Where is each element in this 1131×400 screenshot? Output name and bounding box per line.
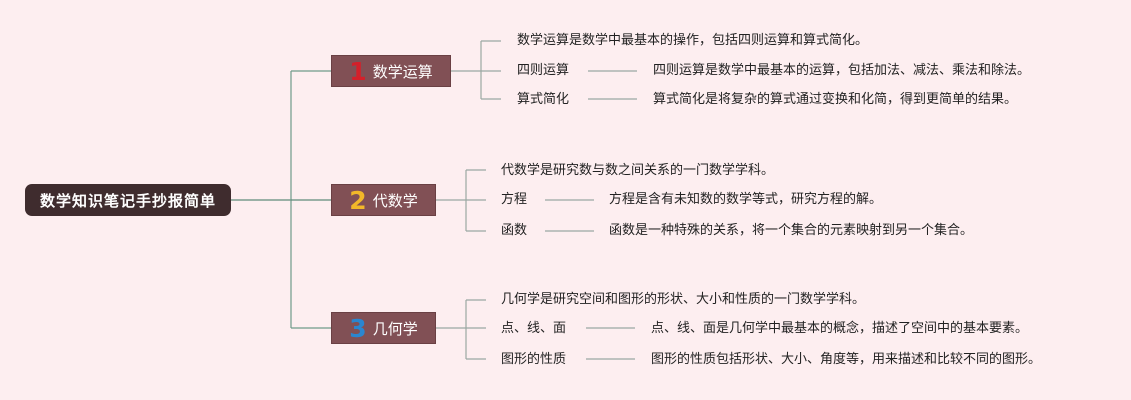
branch-3-title: 几何学 [372, 319, 418, 338]
branch-1-title: 数学运算 [372, 62, 433, 81]
branch-2-node[interactable]: 2 代数学 [331, 184, 436, 216]
branch-3-item-1-term: 点、线、面 [501, 321, 567, 336]
branch-1-number: 1 [349, 56, 367, 86]
branch-2-item-2-desc: 函数是一种特殊的关系，将一个集合的元素映射到另一个集合。 [609, 223, 974, 238]
branch-2-number: 2 [349, 185, 367, 215]
branch-3-summary: 几何学是研究空间和图形的形状、大小和性质的一门数学学科。 [501, 292, 866, 307]
branch-3-node[interactable]: 3 几何学 [331, 312, 436, 344]
branch-2-title: 代数学 [372, 191, 418, 210]
branch-3-item-1-desc: 点、线、面是几何学中最基本的概念，描述了空间中的基本要素。 [651, 321, 1029, 336]
branch-2-item-1-desc: 方程是含有未知数的数学等式，研究方程的解。 [609, 192, 883, 207]
root-topic[interactable]: 数学知识笔记手抄报简单 [25, 184, 231, 216]
branch-3-item-2-term: 图形的性质 [501, 352, 567, 367]
branch-3-number: 3 [349, 313, 367, 343]
branch-1-item-2-desc: 算式简化是将复杂的算式通过变换和化简，得到更简单的结果。 [653, 92, 1018, 107]
branch-1-item-2-term: 算式简化 [517, 92, 570, 107]
branch-2-item-1-term: 方程 [501, 192, 528, 207]
branch-1-summary: 数学运算是数学中最基本的操作，包括四则运算和算式简化。 [517, 33, 869, 48]
branch-2-summary: 代数学是研究数与数之间关系的一门数学学科。 [501, 163, 775, 178]
branch-3-item-2-desc: 图形的性质包括形状、大小、角度等，用来描述和比较不同的图形。 [651, 352, 1042, 367]
branch-2-item-2-term: 函数 [501, 223, 528, 238]
branch-1-node[interactable]: 1 数学运算 [331, 55, 451, 87]
branch-1-item-1-term: 四则运算 [517, 63, 570, 78]
branch-1-item-1-desc: 四则运算是数学中最基本的运算，包括加法、减法、乘法和除法。 [653, 63, 1031, 78]
